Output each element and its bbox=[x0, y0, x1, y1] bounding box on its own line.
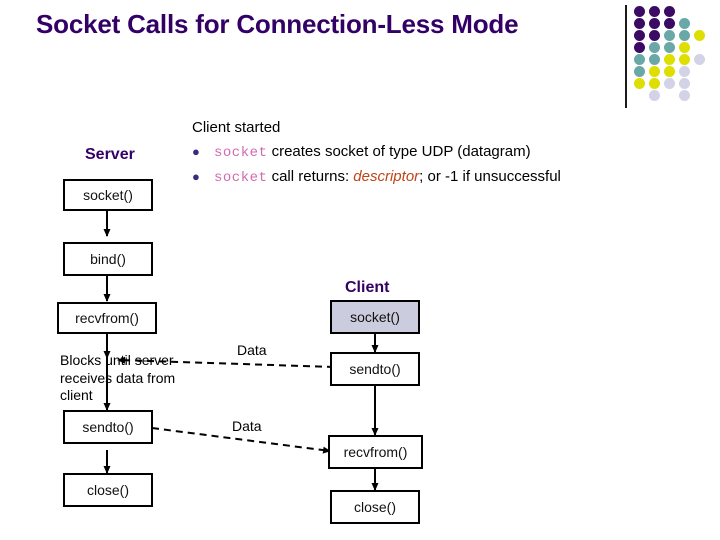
decorative-dot bbox=[634, 54, 645, 65]
page-title: Socket Calls for Connection-Less Mode bbox=[36, 9, 519, 39]
node-label: bind() bbox=[90, 251, 126, 267]
decorative-dot bbox=[634, 42, 645, 53]
decorative-dot bbox=[634, 6, 645, 17]
decorative-dot bbox=[664, 6, 675, 17]
decorative-dot bbox=[664, 18, 675, 29]
server-node-bind[interactable]: bind() bbox=[63, 242, 153, 276]
decorative-dot bbox=[634, 18, 645, 29]
decorative-dot bbox=[694, 30, 705, 41]
bullet-marker-icon: ● bbox=[192, 169, 200, 185]
bullet-text: socket call returns: descriptor; or -1 i… bbox=[214, 167, 561, 188]
node-label: recvfrom() bbox=[75, 310, 139, 326]
decorative-dot bbox=[649, 54, 660, 65]
server-node-close[interactable]: close() bbox=[63, 473, 153, 507]
code-token: socket bbox=[214, 145, 268, 162]
note-line: client bbox=[60, 387, 93, 404]
decorative-dot bbox=[649, 18, 660, 29]
decorative-dot bbox=[679, 54, 690, 65]
header-divider-rule bbox=[625, 5, 627, 108]
data-link-label-lower: Data bbox=[232, 418, 262, 434]
decorative-dot bbox=[679, 66, 690, 77]
node-label: close() bbox=[86, 482, 129, 498]
bullet-item: ● socket creates socket of type UDP (dat… bbox=[192, 142, 712, 163]
decorative-dot bbox=[649, 90, 660, 101]
decorative-dot bbox=[649, 66, 660, 77]
decorative-dot bbox=[679, 90, 690, 101]
decorative-dot bbox=[679, 30, 690, 41]
client-node-close[interactable]: close() bbox=[330, 490, 420, 524]
decorative-dot bbox=[649, 30, 660, 41]
decorative-dot bbox=[679, 18, 690, 29]
node-label: sendto() bbox=[349, 361, 401, 377]
client-node-recvfrom[interactable]: recvfrom() bbox=[328, 435, 423, 469]
client-node-sendto[interactable]: sendto() bbox=[330, 352, 420, 386]
column-heading-server: Server bbox=[85, 146, 135, 163]
decorative-dot bbox=[664, 78, 675, 89]
decorative-dot bbox=[649, 78, 660, 89]
decorative-dot bbox=[649, 42, 660, 53]
bullet-text: socket creates socket of type UDP (datag… bbox=[214, 142, 531, 163]
decorative-dot bbox=[679, 78, 690, 89]
server-node-socket[interactable]: socket() bbox=[63, 179, 153, 211]
client-node-socket[interactable]: socket() bbox=[330, 300, 420, 334]
bullet-text-segment: creates socket of type UDP (datagram) bbox=[267, 143, 531, 161]
bullet-marker-icon: ● bbox=[192, 144, 200, 160]
decorative-dot bbox=[634, 78, 645, 89]
node-label: recvfrom() bbox=[343, 444, 408, 460]
node-label: sendto() bbox=[82, 419, 134, 435]
server-node-sendto[interactable]: sendto() bbox=[63, 410, 153, 444]
node-label: close() bbox=[353, 499, 396, 515]
emphasized-term: descriptor bbox=[353, 168, 420, 186]
node-label: socket() bbox=[350, 309, 400, 325]
code-token: socket bbox=[214, 170, 268, 187]
decorative-dot bbox=[694, 54, 705, 65]
data-link-label-upper: Data bbox=[237, 342, 267, 358]
decorative-dot bbox=[634, 66, 645, 77]
decorative-dot bbox=[664, 66, 675, 77]
decorative-dot bbox=[664, 30, 675, 41]
bullet-text-segment: ; or -1 if unsuccessful bbox=[419, 168, 561, 186]
decorative-dot bbox=[664, 54, 675, 65]
note-line: receives data from bbox=[60, 369, 176, 386]
decorative-dot bbox=[664, 42, 675, 53]
decorative-dot bbox=[649, 6, 660, 17]
column-heading-client: Client bbox=[345, 279, 390, 296]
decorative-dot-grid bbox=[634, 6, 710, 101]
content-lead-line: Client started bbox=[192, 119, 281, 136]
node-label: socket() bbox=[83, 187, 133, 203]
bullet-text-segment: call returns: bbox=[267, 168, 354, 186]
decorative-dot bbox=[679, 42, 690, 53]
bullet-item: ● socket call returns: descriptor; or -1… bbox=[192, 167, 712, 188]
server-node-recvfrom[interactable]: recvfrom() bbox=[57, 302, 157, 334]
content-block: Client started ● socket creates socket o… bbox=[192, 118, 712, 188]
server-blocking-note: Blocks until server receives data from c… bbox=[60, 352, 175, 405]
note-line: Blocks until server bbox=[60, 352, 174, 368]
decorative-dot bbox=[634, 30, 645, 41]
